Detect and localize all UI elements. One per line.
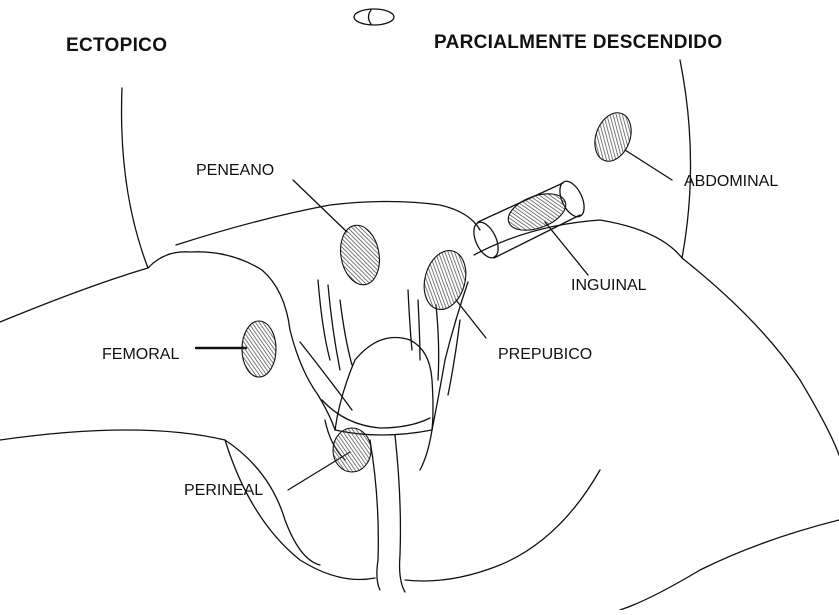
heading-parcialmente-descendido: PARCIALMENTE DESCENDIDO — [434, 32, 722, 54]
label-inguinal: INGUINAL — [571, 277, 647, 295]
label-prepubico: PREPUBICO — [498, 346, 592, 364]
label-peneano: PENEANO — [196, 162, 274, 180]
perineum-left — [370, 440, 380, 590]
label-perineal: PERINEAL — [184, 482, 263, 500]
leader-prepubico — [456, 300, 486, 338]
abdomen-left-outline — [122, 88, 148, 268]
right-thigh-upper — [474, 220, 839, 455]
heading-ectopico: ECTOPICO — [66, 35, 167, 57]
testis-abdominal — [588, 108, 637, 167]
testis-prepubico — [418, 246, 472, 314]
foreskin-folds — [322, 400, 430, 428]
glans-outline — [335, 338, 433, 431]
left-thigh-upper — [0, 252, 290, 330]
right-thigh-lower — [620, 520, 839, 610]
testis-peneano — [336, 222, 384, 288]
label-abdominal: ABDOMINAL — [684, 173, 778, 191]
testis-femoral — [242, 321, 276, 377]
leader-abdominal — [625, 150, 672, 180]
testis-perineal — [333, 428, 371, 472]
leader-peneano — [293, 180, 347, 232]
pubic-top-edge — [176, 202, 480, 246]
left-thigh-lower — [0, 430, 320, 565]
navel-icon — [354, 9, 394, 25]
label-femoral: FEMORAL — [102, 346, 179, 364]
leader-inguinal — [545, 222, 588, 275]
penis-left-edge — [290, 330, 335, 430]
perineum-right — [395, 435, 405, 592]
abdomen-right-outline — [680, 60, 691, 258]
buttock-right — [405, 470, 600, 581]
